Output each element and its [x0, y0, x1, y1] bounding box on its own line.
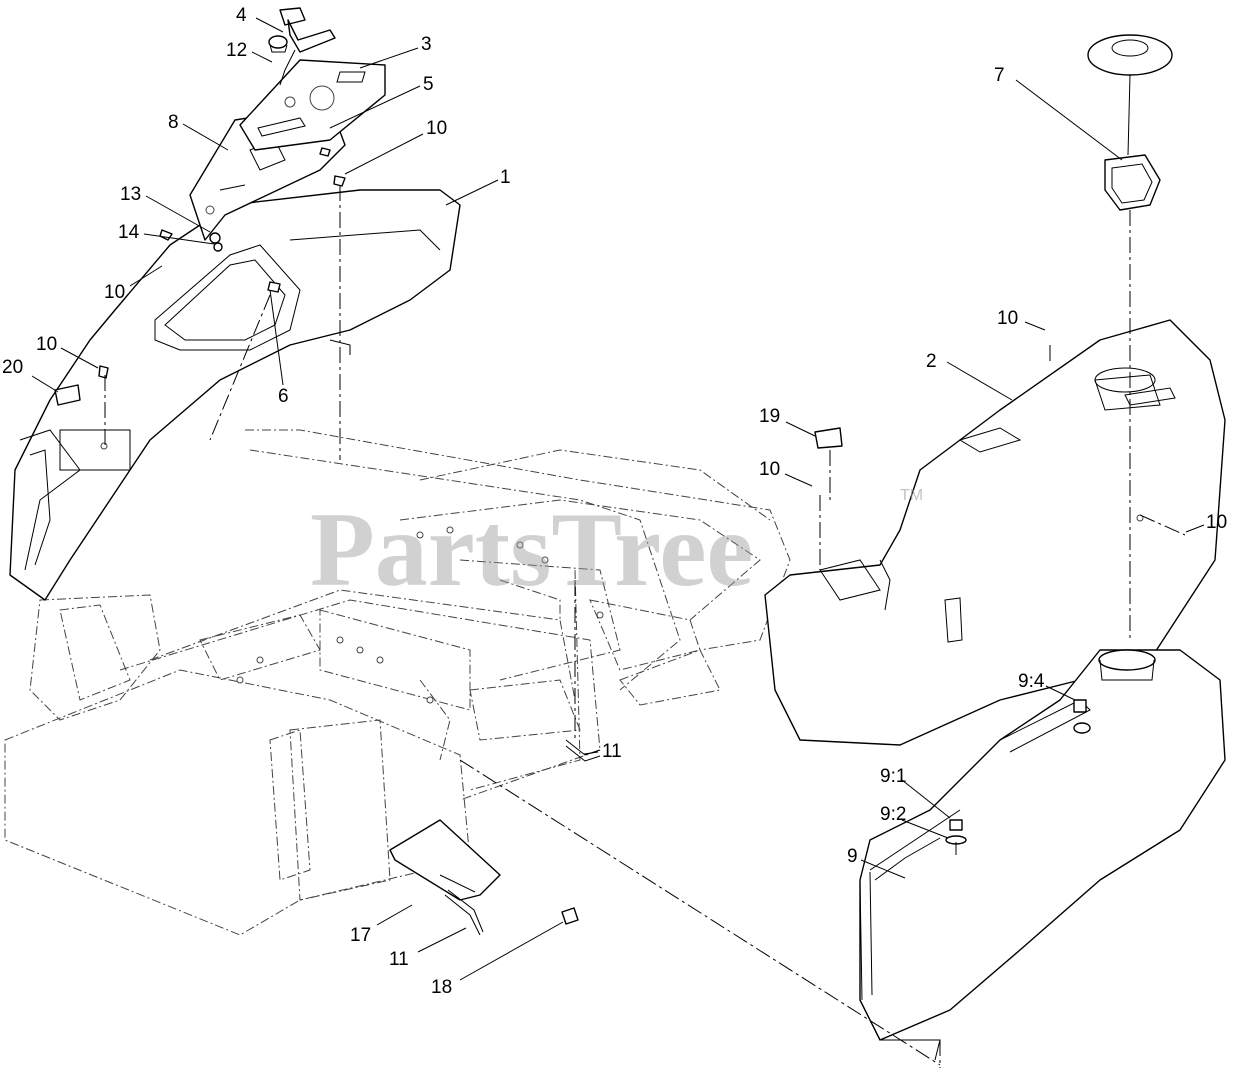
callout-17: 17: [350, 925, 371, 946]
callout-labels: 4 3 12 5 8 10 1 13 14 10 10 20 6 7 10 2 …: [2, 5, 1227, 998]
callout-14: 14: [118, 222, 140, 243]
callout-4: 4: [236, 5, 247, 26]
callout-10-right-top: 10: [997, 308, 1018, 329]
callout-10-left-lower: 10: [36, 334, 57, 355]
callout-7: 7: [994, 65, 1005, 86]
callout-10-right: 10: [1206, 512, 1227, 533]
callout-leaders: [31, 17, 1205, 981]
right-fender-part-2: [764, 319, 1226, 746]
decal-plate-part-3: [239, 59, 386, 151]
left-fender-part-1: [9, 189, 461, 601]
callout-9-4: 9:4: [1018, 671, 1045, 692]
callout-13: 13: [120, 184, 141, 205]
partstree-watermark: PartsTree TM: [310, 487, 923, 608]
control-lever-part-4: [279, 7, 336, 86]
knob-part-12: [268, 35, 288, 53]
fuel-fittings: [945, 699, 1091, 855]
callout-12: 12: [226, 40, 247, 61]
watermark-text: PartsTree: [310, 491, 753, 608]
callout-3: 3: [421, 34, 432, 55]
rod-part-11-lower: [444, 889, 484, 936]
callout-8: 8: [168, 112, 179, 133]
callout-11-upper: 11: [602, 741, 622, 762]
watermark-trademark: TM: [900, 487, 923, 504]
callout-2: 2: [926, 351, 937, 372]
callout-6: 6: [278, 386, 289, 407]
bracket-part-17: [389, 819, 501, 901]
chassis-frame: [4, 429, 791, 936]
cap-part-20: [54, 384, 81, 406]
callout-9-1: 9:1: [880, 766, 906, 787]
callout-5: 5: [423, 74, 434, 95]
callout-10-left: 10: [104, 282, 125, 303]
center-lines: [104, 185, 1186, 1068]
callout-20: 20: [2, 357, 23, 378]
callout-18: 18: [431, 977, 452, 998]
callout-9-2: 9:2: [880, 804, 906, 825]
callout-9: 9: [847, 846, 858, 867]
callout-1: 1: [500, 167, 511, 188]
cap-part-19: [814, 427, 843, 449]
callout-19: 19: [759, 406, 780, 427]
fasteners-left: [98, 147, 346, 379]
bolt-part-18: [561, 907, 579, 925]
fuel-cap-part-7: [1087, 34, 1173, 211]
callout-10-center: 10: [759, 459, 780, 480]
callout-10-top: 10: [426, 118, 447, 139]
callout-11-lower: 11: [389, 949, 409, 970]
rod-part-11-upper: [565, 739, 601, 762]
fuel-tank-part-9: [859, 649, 1226, 1061]
